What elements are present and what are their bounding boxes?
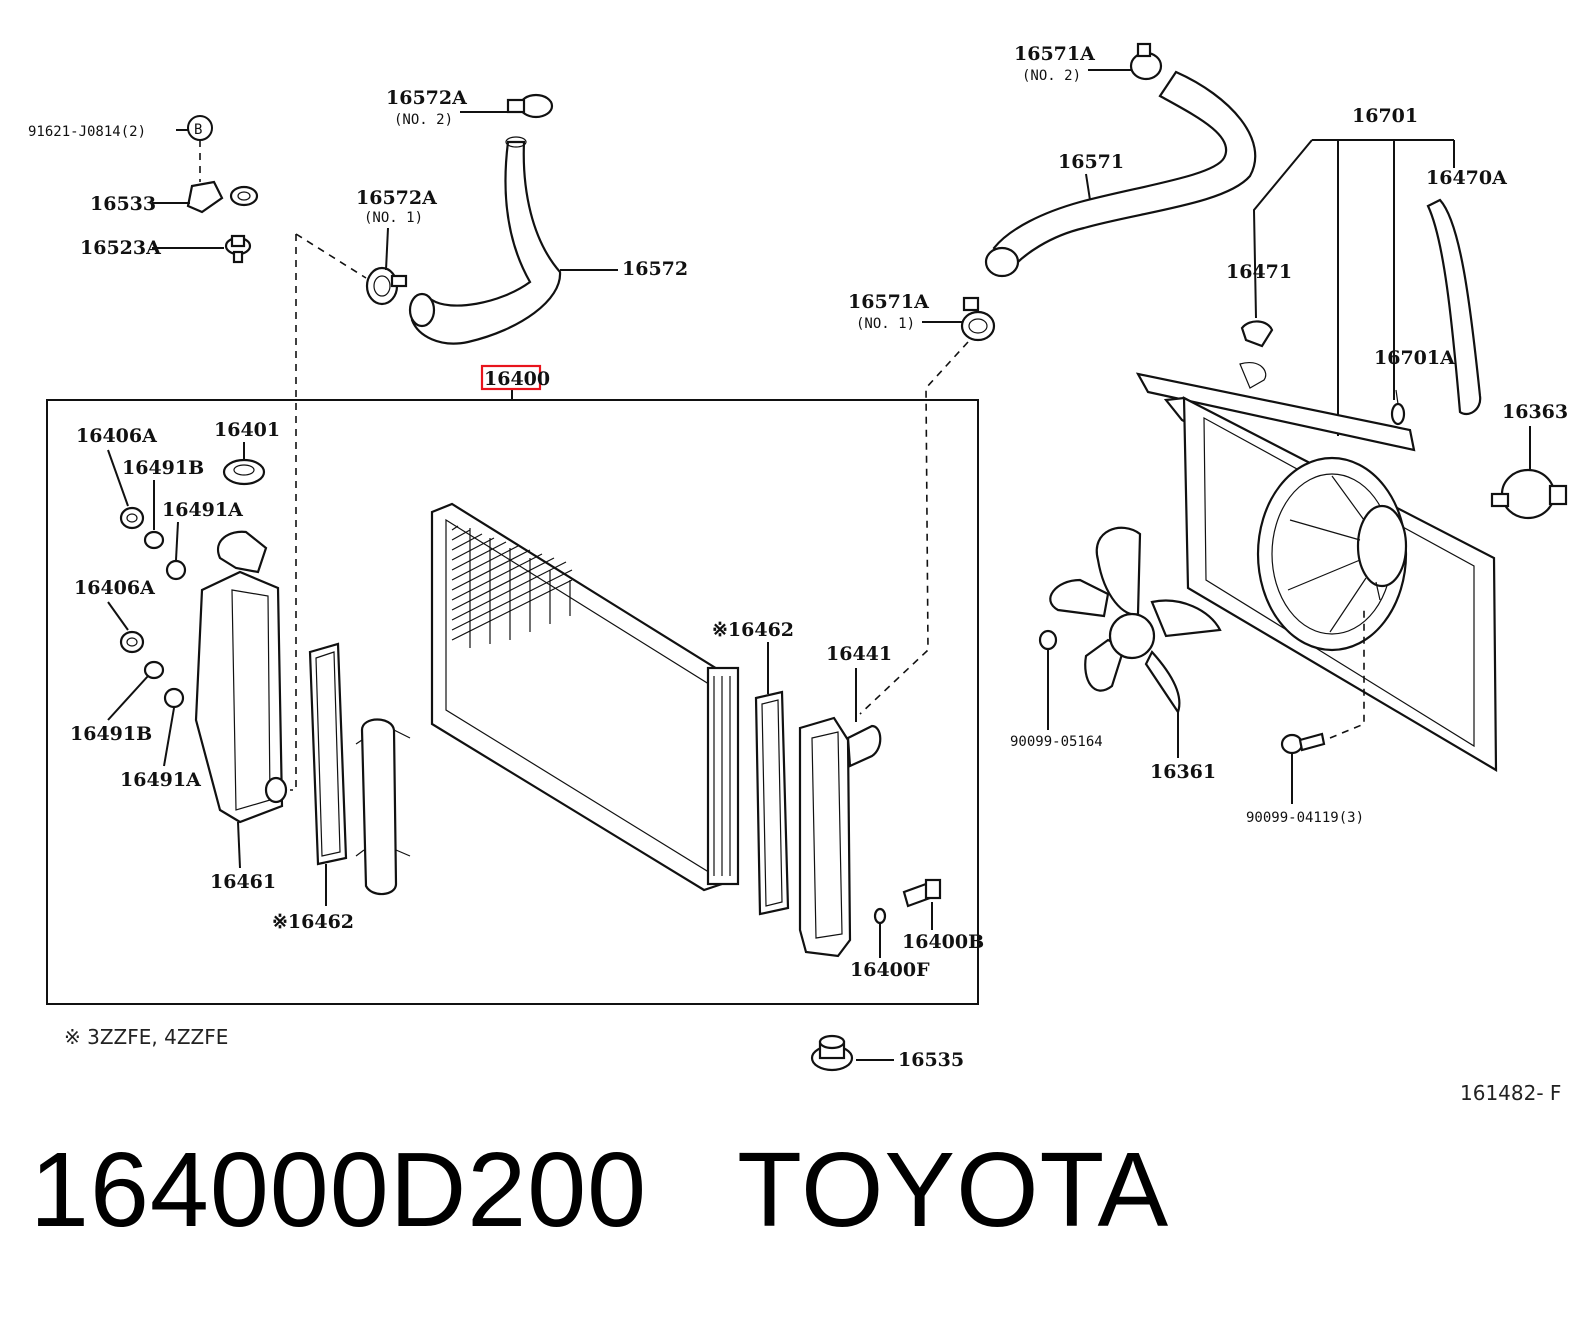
washer-16491b-lower-part (143, 660, 165, 680)
label-16491b-upper[interactable]: 16491B (122, 457, 204, 479)
label-16461[interactable]: 16461 (210, 871, 276, 893)
leader-16461 (237, 821, 241, 869)
label-16363[interactable]: 16363 (1502, 401, 1568, 423)
highlight-box-16400 (480, 364, 542, 391)
left-tank-16461-part (194, 530, 288, 824)
clip-16701a-part (1390, 389, 1406, 426)
leader-16491a-lower (163, 707, 175, 767)
label-16571a-no1[interactable]: 16571A (848, 291, 929, 313)
label-16701[interactable]: 16701 (1352, 105, 1418, 127)
label-16400f[interactable]: 16400F (850, 959, 930, 981)
fan-16361-part (1049, 526, 1222, 715)
leader-16572a-no1 (385, 227, 389, 271)
label-16533[interactable]: 16533 (90, 193, 156, 215)
gasket-16462-left-part (308, 642, 348, 866)
label-91621-j0814[interactable]: 91621-J0814(2) (28, 124, 146, 140)
label-16571[interactable]: 16571 (1058, 151, 1124, 173)
gasket-16462-right-part (754, 690, 790, 916)
label-16571a-no2[interactable]: 16571A (1014, 43, 1095, 65)
label-16491b-lower[interactable]: 16491B (70, 723, 152, 745)
footnote-engine-codes: ※ 3ZZFE, 4ZZFE (64, 1025, 228, 1049)
label-16572a-no1[interactable]: 16572A (356, 187, 437, 209)
label-16572a-no1-sub: (NO. 1) (364, 210, 423, 226)
brand-name: TOYOTA (737, 1130, 1170, 1249)
label-16400[interactable]: 16400 (484, 368, 550, 390)
grommet-16535-part (810, 1034, 854, 1072)
upper-hose-16572-part (408, 136, 562, 345)
label-16406a-upper[interactable]: 16406A (76, 425, 157, 447)
radiator-core-part (430, 502, 740, 892)
label-16572a-no2-sub: (NO. 2) (394, 112, 453, 128)
label-16470a[interactable]: 16470A (1426, 167, 1507, 189)
label-16523a[interactable]: 16523A (80, 237, 161, 259)
label-16406a-lower[interactable]: 16406A (74, 577, 155, 599)
dash-lower-hose-to-outlet (859, 341, 969, 715)
motor-16363-part (1490, 468, 1568, 520)
grommet-16523a-part (224, 234, 252, 264)
clamp-16571a-no1-part (960, 296, 996, 342)
label-16535[interactable]: 16535 (898, 1049, 964, 1071)
label-16441[interactable]: 16441 (826, 643, 892, 665)
fan-shroud-16701-part (1135, 362, 1498, 772)
label-16572[interactable]: 16572 (622, 258, 688, 280)
hose-16470a-part (1426, 198, 1482, 416)
figure-code: 161482- F (1460, 1081, 1561, 1105)
label-16571a-no2-sub: (NO. 2) (1022, 68, 1081, 84)
label-16491a-lower[interactable]: 16491A (120, 769, 201, 791)
label-16462-right[interactable]: ※16462 (712, 619, 794, 641)
right-tank-16441-part (798, 716, 882, 958)
leader-16571 (1085, 173, 1091, 201)
leader-16406a-upper (107, 449, 129, 507)
oring-16400f-part (873, 907, 887, 925)
bolt-90099-04119-part (1280, 732, 1326, 755)
label-90099-05164[interactable]: 90099-05164 (1010, 734, 1103, 750)
clamp-16572a-no2-part (506, 93, 554, 119)
clip-16471-part (1240, 320, 1274, 348)
washer-16491b-upper-part (143, 530, 165, 550)
label-16361[interactable]: 16361 (1150, 761, 1216, 783)
label-16572a-no2[interactable]: 16572A (386, 87, 467, 109)
leader-16701 (1252, 139, 1455, 436)
part-number: 164000D200 (30, 1130, 648, 1249)
callout-b-letter: B (194, 122, 202, 138)
leader-16491b-lower (107, 675, 149, 721)
drain-plug-16400b-part (902, 878, 942, 908)
label-16471[interactable]: 16471 (1226, 261, 1292, 283)
bracket-16533-part (186, 180, 259, 214)
nut-90099-05164-part (1038, 629, 1058, 651)
label-90099-04119[interactable]: 90099-04119(3) (1246, 810, 1364, 826)
clamp-16571a-no2-part (1129, 42, 1163, 81)
title-bar: 164000D200 TOYOTA (30, 1130, 1570, 1250)
oring-16491a-upper-part (165, 559, 187, 581)
clamp-16572a-no1-part (365, 266, 408, 306)
dash-upper-hose-to-tank (290, 233, 367, 791)
leader-16491a-upper (175, 521, 179, 561)
nut-16406a-upper-part (119, 506, 145, 530)
label-16401[interactable]: 16401 (214, 419, 280, 441)
label-16571a-no1-sub: (NO. 1) (856, 316, 915, 332)
label-16462-left[interactable]: ※16462 (272, 911, 354, 933)
cap-16401-part (222, 458, 266, 486)
oring-16491a-lower-part (163, 687, 185, 709)
label-16400b[interactable]: 16400B (902, 931, 984, 953)
nut-16406a-lower-part (119, 630, 145, 654)
lower-hose-16571-part (984, 70, 1257, 278)
label-16491a-upper[interactable]: 16491A (162, 499, 243, 521)
leader-16406a-lower (107, 601, 129, 631)
label-16701a[interactable]: 16701A (1374, 347, 1455, 369)
left-tank-insert-part (355, 718, 411, 896)
